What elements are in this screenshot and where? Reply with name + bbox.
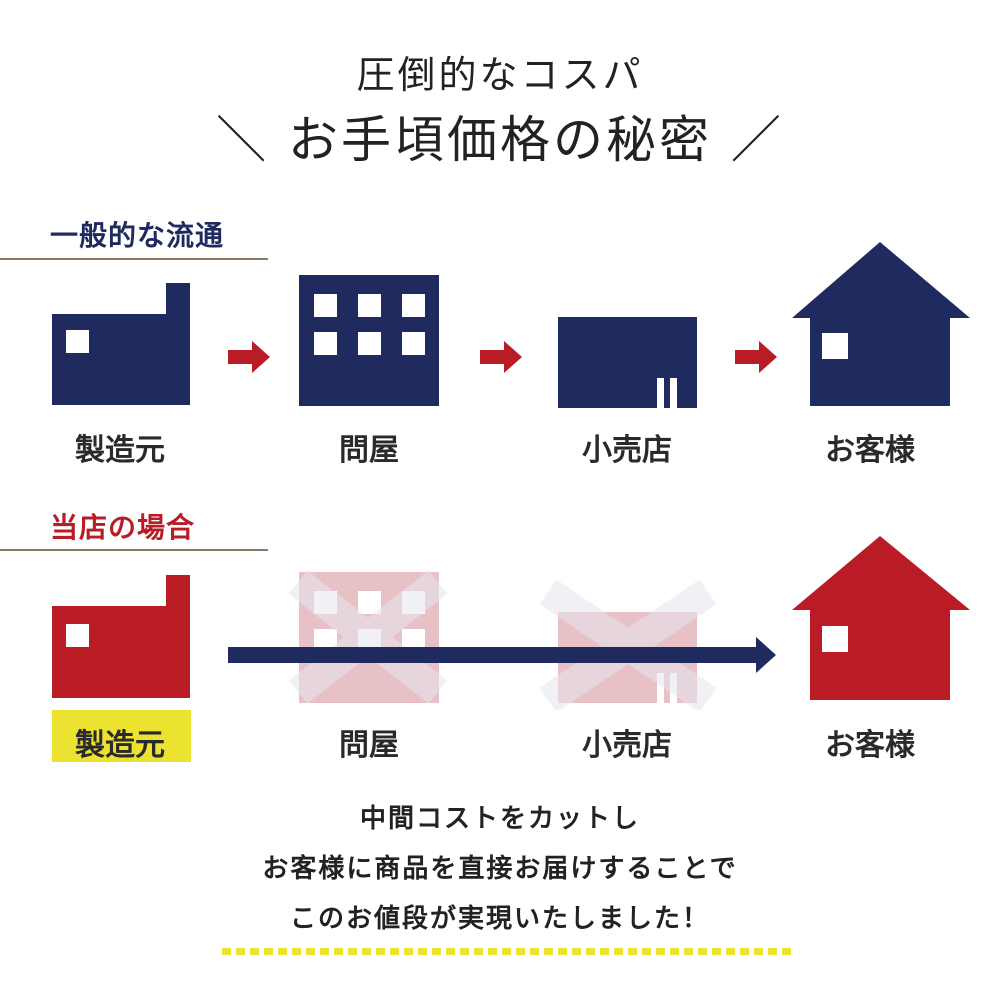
title-text: お手頃価格の秘密: [288, 111, 712, 169]
right-arrow-icon: [228, 637, 776, 673]
maker-highlight: [52, 710, 191, 762]
dotted-underline: [222, 948, 792, 955]
message-line-3: このお値段が実現いたしました！: [289, 904, 710, 934]
page-title: ＼ お手頃価格の秘密 ／: [0, 100, 1000, 172]
house-icon: [792, 536, 970, 700]
factory-icon: [52, 575, 190, 698]
ours-flow-diagram: [52, 536, 970, 710]
subtitle: 圧倒的なコスパ: [356, 53, 644, 97]
message-line-2: お客様に商品を直接お届けすることで: [262, 854, 738, 884]
ours-step-wholesaler: 問屋: [339, 728, 399, 763]
ours-heading-rule: [0, 549, 268, 551]
general-step-retailer: 小売店: [582, 433, 672, 468]
cross-out-icon: [539, 579, 717, 710]
general-flow-diagram: [52, 242, 970, 408]
retail-store-icon: [558, 317, 697, 408]
cross-out-icon: [288, 570, 448, 704]
ours-step-maker: 製造元: [75, 728, 165, 763]
right-arrow-icon: [228, 341, 270, 373]
house-icon: [792, 242, 970, 406]
general-step-customer: お客様: [825, 433, 915, 468]
general-step-wholesaler: 問屋: [339, 433, 399, 468]
right-arrow-icon: [735, 341, 777, 373]
general-heading-rule: [0, 258, 268, 260]
office-building-icon: [299, 275, 439, 406]
right-arrow-icon: [480, 341, 522, 373]
left-slash: ＼: [216, 111, 270, 169]
factory-icon: [52, 283, 190, 405]
ours-step-customer: お客様: [825, 728, 915, 763]
right-slash: ／: [730, 111, 784, 169]
general-heading: 一般的な流通: [50, 219, 225, 252]
ours-heading: 当店の場合: [50, 511, 196, 544]
ours-step-retailer: 小売店: [582, 728, 672, 763]
general-step-maker: 製造元: [75, 433, 165, 468]
message-line-1: 中間コストをカットし: [359, 804, 640, 834]
